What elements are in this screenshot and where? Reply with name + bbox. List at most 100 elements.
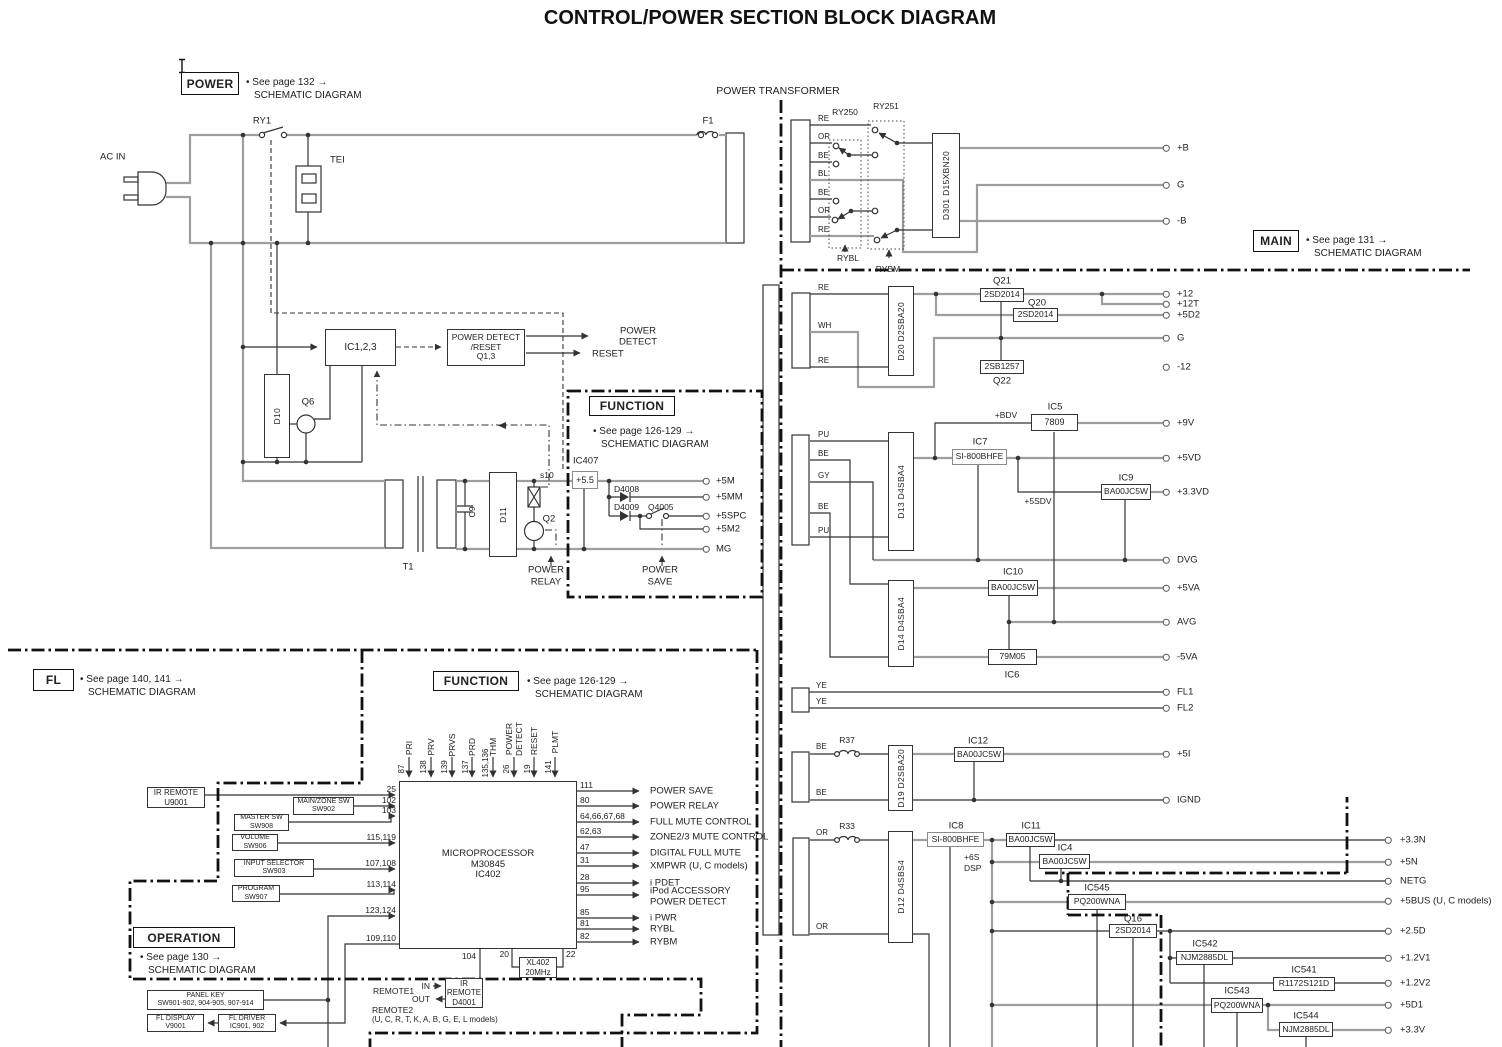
- label-95: 95: [580, 883, 590, 894]
- xtal-text: 20MHz: [525, 967, 551, 977]
- label-power: POWER: [503, 722, 514, 756]
- terminal-label: +3.3N: [1400, 834, 1426, 846]
- label-q16: Q16: [1124, 913, 1142, 925]
- label-power-save: POWER SAVE: [650, 785, 714, 797]
- label-q20: Q20: [1028, 297, 1046, 309]
- label-104: 104: [461, 950, 476, 961]
- contact-circles: [258, 126, 881, 843]
- label-ye: YE: [816, 681, 827, 690]
- label-be: BE: [818, 188, 829, 197]
- d4001-text: D4001: [452, 997, 476, 1007]
- label-ry251: RY251: [873, 100, 899, 111]
- label-87: 87: [397, 764, 406, 774]
- terminal-label: G: [1177, 332, 1185, 344]
- label-re: RE: [818, 114, 830, 123]
- label-+6s: +6S: [964, 851, 980, 862]
- label-ic543: IC543: [1224, 985, 1250, 997]
- power-wires: [166, 133, 1385, 1047]
- label-ic545: IC545: [1084, 882, 1110, 894]
- label-20: 20: [499, 948, 509, 959]
- ic5-part: 7809: [1031, 414, 1078, 431]
- control-lines: [270, 140, 666, 566]
- terminal-label: +3.3V: [1400, 1024, 1426, 1036]
- label-xmpwr-u-c-models-: XMPWR (U, C models): [650, 860, 748, 872]
- label-80: 80: [580, 794, 590, 805]
- sw903-text: INPUT SELECTOR: [243, 859, 305, 867]
- label-or: OR: [816, 922, 828, 931]
- label-ic9: IC9: [1118, 472, 1134, 484]
- d13: D13 D4SBA4: [888, 432, 914, 551]
- terminal-+3.3vd: [1162, 488, 1170, 496]
- label-be: BE: [816, 742, 827, 751]
- label-s10: s10: [540, 469, 554, 480]
- terminal-label: +5BUS (U, C models): [1400, 895, 1492, 907]
- label-ic8: IC8: [948, 820, 964, 832]
- label-t1: T1: [402, 561, 414, 573]
- label-135-136: 135,136: [481, 748, 490, 778]
- terminal-label: +3.3VD: [1177, 486, 1209, 498]
- label-be: BE: [816, 788, 827, 797]
- ic4-part: BA00JC5W: [1039, 854, 1090, 869]
- terminal-g: [1162, 181, 1170, 189]
- ic6-part: 79M05: [988, 649, 1037, 665]
- label-pu: PU: [818, 430, 830, 439]
- ic12-part-text: BA00JC5W: [957, 748, 1001, 759]
- label-wh: WH: [818, 321, 832, 330]
- ic12-part: BA00JC5W: [954, 747, 1004, 762]
- u9001-text: IR REMOTE: [153, 788, 199, 798]
- terminal-+5d2: [1162, 311, 1170, 319]
- label-31: 31: [580, 854, 590, 865]
- label-ic541: IC541: [1291, 964, 1317, 976]
- section-note-power: • See page 132 →: [246, 77, 328, 88]
- label-power-transformer: POWER TRANSFORMER: [716, 84, 840, 97]
- terminal-+3.3v: [1384, 1026, 1392, 1034]
- d10-text: D10: [272, 407, 282, 425]
- label-ipod-accessory: iPod ACCESSORY: [650, 885, 731, 897]
- terminal-+12: [1162, 290, 1170, 298]
- section-tag-fl: FL: [33, 669, 74, 691]
- ic544-part-text: NJM2885DL: [1282, 1023, 1330, 1034]
- page-title: CONTROL/POWER SECTION BLOCK DIAGRAM: [543, 7, 997, 29]
- label-d4009: D4009: [614, 501, 640, 512]
- terminal-+5bus-u-c-models-: [1384, 897, 1392, 905]
- terminal-label: +5D1: [1400, 999, 1423, 1011]
- label-62-63: 62,63: [580, 825, 602, 836]
- d14-text: D14 D4SBA4: [896, 596, 906, 651]
- label-115-119: 115,119: [366, 831, 396, 842]
- terminal-label: DVG: [1177, 554, 1198, 566]
- terminal-label: -B: [1177, 215, 1187, 227]
- label-be: BE: [818, 151, 829, 160]
- section-tag-function-mid: FUNCTION: [589, 396, 675, 416]
- section-note-function-bottom: • See page 126-129 →: [527, 676, 629, 687]
- label-save: SAVE: [647, 576, 673, 588]
- terminal-+5va: [1162, 584, 1170, 592]
- label-ye: YE: [816, 697, 827, 706]
- label-ic542: IC542: [1192, 938, 1218, 950]
- label-relay: RELAY: [530, 576, 562, 588]
- terminal-+b: [1162, 144, 1170, 152]
- label-22: 22: [566, 948, 576, 959]
- terminal-+9v: [1162, 419, 1170, 427]
- terminal-+5mm: [702, 493, 710, 501]
- label-prv: PRV: [425, 738, 436, 756]
- terminal-+1.2v1: [1384, 954, 1392, 962]
- ic545-part: PQ200WNA: [1068, 894, 1126, 910]
- terminal-label: +9V: [1177, 417, 1195, 429]
- label-47: 47: [580, 841, 590, 852]
- label-full-mute-control: FULL MUTE CONTROL: [650, 816, 752, 828]
- ic8-part-text: SI-800BHFE: [931, 833, 980, 844]
- ic543-part-text: PQ200WNA: [1213, 999, 1261, 1010]
- ic10-part-text: BA00JC5W: [991, 582, 1035, 593]
- q16-part-text: 2SD2014: [1115, 925, 1151, 936]
- section-note-fl: • See page 140, 141 →: [80, 674, 184, 685]
- label-power: POWER: [528, 564, 564, 576]
- ic5-part-text: 7809: [1044, 417, 1065, 428]
- terminal-mg: [702, 545, 710, 553]
